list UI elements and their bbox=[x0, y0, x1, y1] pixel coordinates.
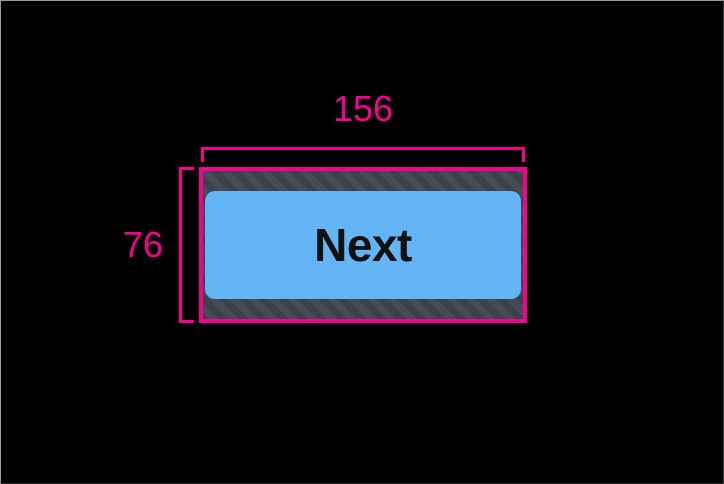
width-measurement-label: 156 bbox=[332, 88, 394, 129]
width-measurement-bracket bbox=[201, 147, 525, 163]
next-button-label: Next bbox=[314, 219, 412, 271]
height-measurement-label: 76 bbox=[122, 224, 163, 265]
next-button-surface[interactable]: Next bbox=[205, 191, 521, 299]
next-button[interactable]: Next bbox=[201, 169, 525, 321]
width-bracket-cap-right bbox=[522, 147, 525, 162]
height-bracket-cap-bottom bbox=[179, 320, 194, 323]
height-measurement-bracket bbox=[179, 167, 195, 323]
height-bracket-cap-top bbox=[179, 167, 194, 170]
height-bracket-line bbox=[179, 167, 182, 323]
width-bracket-line bbox=[201, 147, 525, 150]
width-bracket-cap-left bbox=[201, 147, 204, 162]
